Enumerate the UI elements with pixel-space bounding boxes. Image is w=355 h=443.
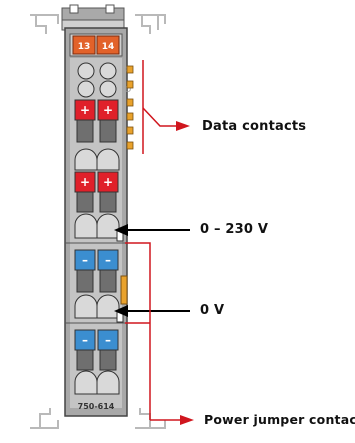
voltage-high-arrowhead: [114, 224, 128, 236]
power-jumper-bracket: [125, 242, 180, 421]
voltage-zero-label: 0 V: [200, 303, 225, 318]
red-terminal-block-1: + +: [74, 99, 119, 143]
power-jumper-arrowhead: [180, 415, 194, 425]
screw-row-4: [74, 294, 120, 319]
screw-row-3: [74, 213, 120, 239]
blue-terminal-block-2: – –: [74, 329, 119, 371]
power-jumper-contacts-label: Power jumper contacts: [204, 412, 355, 427]
screw-row-2: [74, 148, 120, 171]
svg-text:–: –: [82, 253, 88, 267]
voltage-high-label: 0 – 230 V: [200, 222, 269, 237]
svg-text:–: –: [105, 333, 111, 347]
screw-row-5: [74, 370, 120, 395]
part-number: 750-614: [78, 402, 115, 411]
svg-text:+: +: [80, 103, 90, 117]
side-tab-d: D: [125, 85, 131, 94]
svg-text:–: –: [82, 333, 88, 347]
data-contacts-arrowhead: [176, 121, 190, 131]
svg-text:+: +: [103, 103, 113, 117]
bottom-rail-bracket: [30, 408, 166, 429]
blue-terminal-block-1: – –: [74, 249, 119, 293]
screw-row-1: [77, 62, 117, 98]
data-contacts-bracket: [142, 60, 176, 154]
power-jumper-orange: [120, 275, 128, 305]
led-13-label: 13: [78, 42, 91, 52]
voltage-zero-arrowhead: [114, 305, 128, 317]
led-window: [69, 33, 123, 57]
led-13: [72, 35, 96, 55]
data-contact-tabs: [126, 65, 134, 150]
svg-text:+: +: [103, 175, 113, 189]
svg-text:+: +: [80, 175, 90, 189]
data-contacts-label: Data contacts: [202, 119, 307, 134]
top-rail-bracket: [30, 14, 166, 34]
led-14-label: 14: [102, 42, 115, 52]
top-clip: [61, 4, 125, 31]
led-14: [96, 35, 120, 55]
svg-text:–: –: [105, 253, 111, 267]
red-terminal-block-2: + +: [74, 171, 119, 213]
